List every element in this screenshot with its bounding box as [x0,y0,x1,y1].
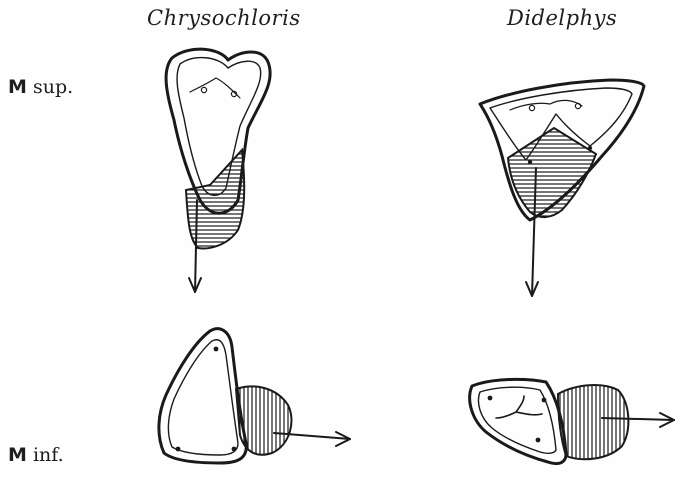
cusp-ridge [510,100,582,110]
row-label-lower-letter: M [8,444,27,466]
inner-crown-outline [168,340,238,455]
cusp-ridge [496,396,542,418]
cusp-dot [488,396,493,401]
column-title-didelphys: Didelphys [507,6,617,30]
row-label-upper-suffix: sup. [33,76,73,98]
cusp-dot [542,398,547,403]
cusp-dot [529,105,534,110]
hatched-talonid-region [558,385,628,459]
cusp-dot [588,146,592,150]
cusp-dot [575,103,580,108]
hatched-talonid-region [236,386,291,454]
cusp-dot [176,447,181,452]
row-label-lower-suffix: inf. [33,444,64,466]
column-title-chrysochloris: Chrysochloris [147,6,301,30]
cusp-dot [232,447,237,452]
didelphys-upper-molar-drawing [470,70,650,305]
chrysochloris-upper-molar-drawing [150,40,290,300]
row-label-lower-molar: M inf. [8,444,64,466]
cusp-dot [201,87,206,92]
cusp-dot [536,438,541,443]
cusp-dot [528,160,532,164]
row-label-upper-molar: M sup. [8,76,73,98]
outer-crown-outline [159,329,246,463]
chrysochloris-lower-molar-drawing [150,325,360,470]
cusp-ridge [190,78,240,98]
cusp-dot [214,347,219,352]
row-label-upper-letter: M [8,76,27,98]
hatched-talon-region [508,128,596,217]
didelphys-lower-molar-drawing [462,370,680,480]
